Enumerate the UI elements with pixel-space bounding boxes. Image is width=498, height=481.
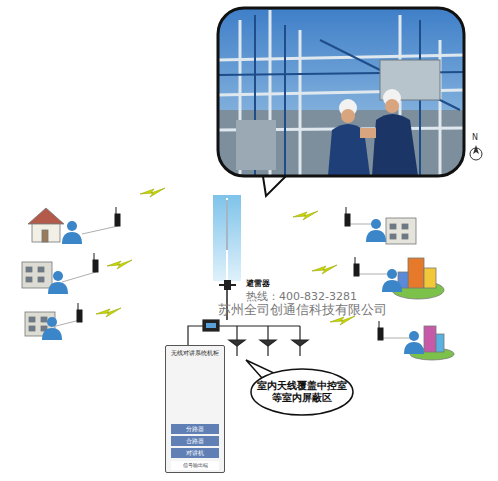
node-text: 信号输出端 [171,461,219,468]
cabinet-box: 无线对讲系统机柜分路器合路器对讲机信号输出端 [165,345,225,473]
node-text: 分路器 [171,424,219,432]
antenna-mast [213,195,241,320]
device-slot: 对讲机 [171,448,219,458]
company-watermark: 苏州全司创通信科技有限公司 [218,302,387,319]
node-text: 无线对讲系统机柜 [166,346,224,356]
node-text: 对讲机 [171,448,219,456]
compass-letter: N [472,133,478,142]
device-slot: 分路器 [171,424,219,434]
output-strip: 信号输出端 [171,461,219,470]
photo-bubble [218,8,464,196]
arrester-label: 避雷器 [246,278,270,289]
compass-symbol [470,145,482,160]
building [22,208,454,360]
walkie-talkie [56,207,410,340]
callout-bubble: 室内天线覆盖中控室 等室内屏蔽区 [250,368,354,416]
person-icon [42,219,424,354]
node-text: 合路器 [171,436,219,444]
device-slot: 合路器 [171,436,219,446]
node-text: 室内天线覆盖中控室 等室内屏蔽区 [256,380,348,404]
hotline-watermark: 热线：400-832-3281 [246,289,357,304]
